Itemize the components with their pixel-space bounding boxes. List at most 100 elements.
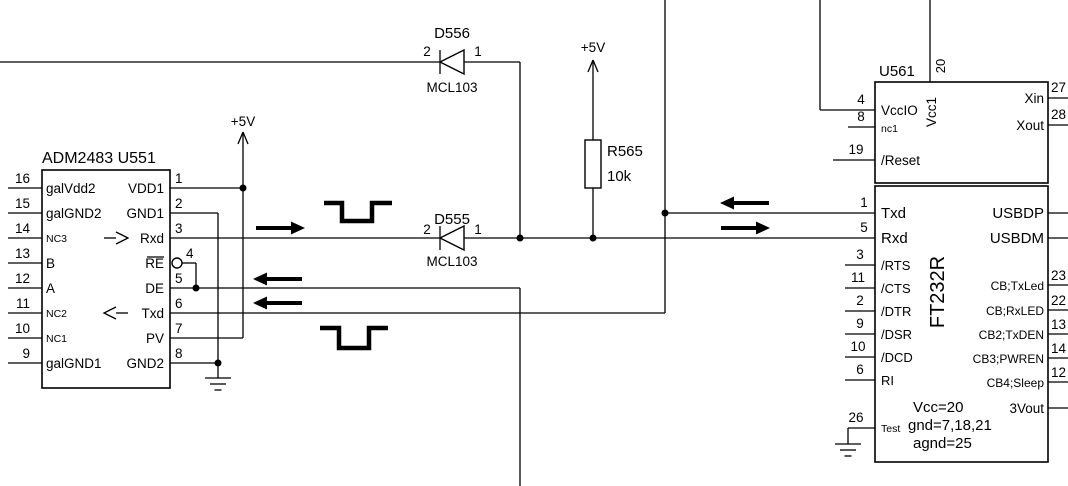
glyph-chevron bbox=[115, 231, 130, 245]
d555-diode: D555 2 1 MCL103 bbox=[423, 211, 482, 269]
txd-direction-icon bbox=[102, 306, 128, 320]
pin-label: Test bbox=[881, 423, 900, 435]
pin-number: 2 bbox=[175, 196, 183, 211]
power-arrow-icon bbox=[237, 131, 244, 145]
pin-label: Txd bbox=[881, 205, 906, 222]
pin-number: 7 bbox=[175, 321, 183, 336]
d556-diode: D556 2 1 MCL103 bbox=[423, 25, 482, 95]
junction-dot bbox=[589, 234, 597, 242]
power-5v-adm: +5V bbox=[231, 114, 255, 145]
pin-number: 6 bbox=[856, 362, 864, 377]
r565-resistor: +5V R565 10k bbox=[581, 40, 643, 189]
pin-number: 9 bbox=[22, 346, 30, 361]
diode-triangle-icon bbox=[438, 48, 465, 76]
pulse-waveform-icon bbox=[320, 325, 388, 351]
pin-label: CB3;PWREN bbox=[973, 352, 1044, 366]
diode-part: MCL103 bbox=[426, 254, 477, 269]
pin-number: 4 bbox=[857, 92, 865, 107]
inverter-bubble-icon bbox=[171, 257, 183, 269]
pin-number: 15 bbox=[15, 196, 30, 211]
diode-part: MCL103 bbox=[426, 80, 477, 95]
ft232r-body bbox=[874, 185, 1049, 463]
pin-label: NC1 bbox=[46, 333, 67, 345]
pin-label: Rxd bbox=[140, 231, 164, 246]
pin-label: RI bbox=[881, 373, 894, 388]
pin-number: 14 bbox=[1051, 341, 1067, 356]
pin-number: 20 bbox=[933, 59, 948, 73]
power-arrow-icon bbox=[242, 131, 249, 145]
power-note: agnd=25 bbox=[913, 435, 972, 452]
arrow-head bbox=[253, 296, 267, 310]
pin-label: USBDM bbox=[990, 230, 1044, 247]
arrow-left-icon bbox=[253, 296, 302, 310]
pin-label: GND1 bbox=[126, 206, 164, 221]
pin-label: /DTR bbox=[881, 304, 911, 319]
pin-number: 1 bbox=[860, 195, 868, 210]
pin-number: 3 bbox=[856, 247, 864, 262]
power-note: gnd=7,18,21 bbox=[908, 417, 992, 434]
pin-number: 16 bbox=[15, 171, 30, 186]
pin-number: 19 bbox=[848, 142, 863, 157]
arrow-right-icon bbox=[256, 221, 305, 235]
pin-label: NC2 bbox=[46, 308, 67, 320]
pin-label: /DSR bbox=[881, 327, 912, 342]
pin-number: 3 bbox=[175, 221, 183, 236]
arrow-head bbox=[253, 272, 267, 286]
adm2483-body bbox=[41, 169, 171, 389]
pin-number: 4 bbox=[186, 246, 194, 261]
pin-number: 6 bbox=[175, 296, 183, 311]
pin-number: 9 bbox=[856, 316, 864, 331]
power-arrow-icon bbox=[587, 59, 594, 73]
pin-number: 28 bbox=[1051, 107, 1066, 122]
pin-number: 12 bbox=[15, 271, 30, 286]
pin-label: PV bbox=[146, 331, 164, 346]
ground-icon bbox=[835, 443, 861, 457]
pin-number: 27 bbox=[1051, 80, 1066, 95]
pin-label: Txd bbox=[141, 306, 164, 321]
pin-label: CB;RxLED bbox=[986, 304, 1044, 318]
pin-label: Vcc1 bbox=[924, 97, 939, 127]
pin-label: CB;TxLed bbox=[991, 279, 1044, 293]
power-label: +5V bbox=[231, 114, 255, 129]
pin-label: /DCD bbox=[881, 350, 913, 365]
pin-label: NC3 bbox=[46, 233, 67, 245]
pin-number: 8 bbox=[175, 346, 183, 361]
power-label: +5V bbox=[581, 40, 605, 55]
arrow-head bbox=[291, 221, 305, 235]
pin-label: Xout bbox=[1016, 118, 1044, 133]
diode-ref: D556 bbox=[434, 25, 470, 42]
pin-label: /RTS bbox=[881, 258, 911, 273]
pin-number: 2 bbox=[423, 44, 431, 59]
pin-number: 26 bbox=[848, 410, 863, 425]
pulse-waveform-icon bbox=[324, 200, 392, 224]
pin-number: 23 bbox=[1051, 268, 1066, 283]
pin-label: B bbox=[46, 256, 55, 271]
pin-label: galVdd2 bbox=[46, 181, 96, 196]
signal-arrows bbox=[253, 196, 770, 310]
arrow-head bbox=[720, 196, 734, 210]
u561-body bbox=[874, 81, 1049, 184]
junction-dot bbox=[214, 359, 222, 367]
pin-number: 12 bbox=[1051, 365, 1066, 380]
adm2483-title: ADM2483 U551 bbox=[42, 150, 156, 167]
pin-number: 11 bbox=[16, 296, 30, 311]
pin-label: Xin bbox=[1024, 91, 1044, 106]
pin-number: 10 bbox=[850, 339, 865, 354]
adm2483-component: ADM2483 U551 16 15 14 13 12 11 10 9 galV… bbox=[15, 150, 231, 391]
pin-number: 10 bbox=[15, 321, 30, 336]
pin-number: 8 bbox=[857, 109, 865, 124]
pin-label: galGND1 bbox=[46, 356, 102, 371]
pin-number: 5 bbox=[175, 271, 183, 286]
arrow-head bbox=[756, 221, 770, 235]
resistor-value: 10k bbox=[607, 168, 632, 185]
pin-number: 13 bbox=[1051, 317, 1066, 332]
ft232r-part-name: FT232R bbox=[927, 256, 949, 328]
pin-label: A bbox=[46, 281, 55, 296]
pin-number: 14 bbox=[15, 221, 31, 236]
pin-label: galGND2 bbox=[46, 206, 102, 221]
ft232r-component: FT232R 1 5 3 11 2 9 10 6 26 Txd Rxd /RTS… bbox=[835, 185, 1067, 463]
pin-label: GND2 bbox=[126, 356, 164, 371]
pin-number: 1 bbox=[175, 171, 183, 186]
